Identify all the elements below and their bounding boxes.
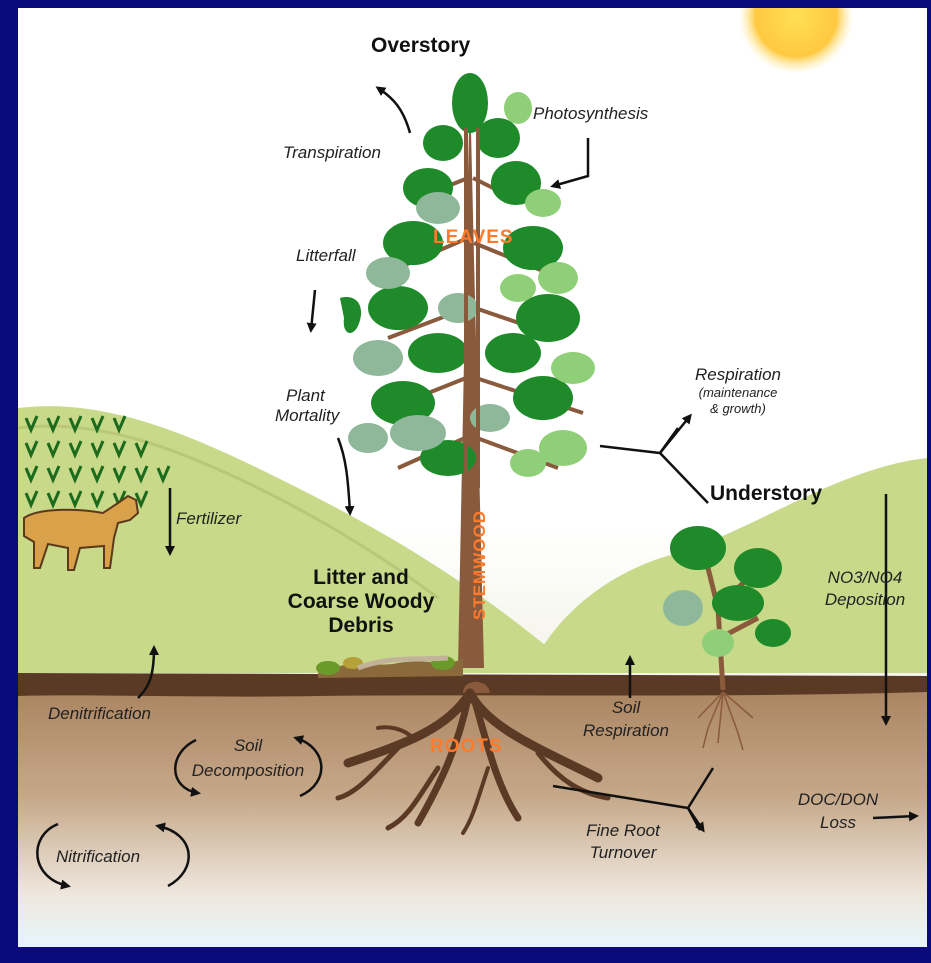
- fertilizer-label: Fertilizer: [176, 509, 241, 528]
- falling-leaf-icon: [340, 297, 361, 333]
- sun-icon: [738, 8, 854, 74]
- transpiration-label: Transpiration: [283, 143, 381, 162]
- soil-respiration-label-line2: Respiration: [566, 721, 686, 740]
- litter-label-line3: Debris: [286, 614, 436, 638]
- photosynthesis-label: Photosynthesis: [533, 104, 648, 123]
- roots-label: ROOTS: [430, 736, 503, 758]
- litterfall-label: Litterfall: [296, 246, 356, 265]
- litter-label-line1: Litter and: [286, 566, 436, 590]
- plant-label: Plant: [286, 386, 325, 405]
- doc-don-label: DOC/DON: [778, 790, 898, 809]
- transpiration-arrow: [378, 88, 410, 133]
- respiration-maintenance-label: (maintenance: [678, 385, 798, 400]
- soil-respiration-label-line1: Soil: [566, 698, 686, 717]
- mortality-label: Mortality: [275, 406, 339, 425]
- diagram-frame: Overstory Photosynthesis Transpiration L…: [18, 8, 927, 947]
- soil-decomposition-label-line2: Decomposition: [178, 761, 318, 780]
- respiration-growth-label: & growth): [678, 401, 798, 416]
- overstory-label: Overstory: [371, 34, 470, 58]
- litterfall-arrow: [311, 290, 315, 330]
- litter-label-line2: Coarse Woody: [286, 590, 436, 614]
- fine-root-label: Fine Root: [563, 821, 683, 840]
- nitrification-label: Nitrification: [56, 847, 140, 866]
- photosynthesis-arrow: [553, 138, 588, 186]
- leaves-label: LEAVES: [433, 227, 514, 249]
- stemwood-label: STEMWOOD: [470, 600, 490, 620]
- no3-label: NO3/NO4: [810, 568, 920, 587]
- soil-decomposition-label-line1: Soil: [178, 736, 318, 755]
- deposition-label: Deposition: [810, 590, 920, 609]
- mortality-arrow: [338, 438, 350, 513]
- respiration-label: Respiration: [678, 365, 798, 384]
- understory-label: Understory: [710, 482, 822, 506]
- denitrification-label: Denitrification: [48, 704, 151, 723]
- turnover-label: Turnover: [563, 843, 683, 862]
- loss-label: Loss: [778, 813, 898, 832]
- respiration-arrow: [600, 428, 708, 503]
